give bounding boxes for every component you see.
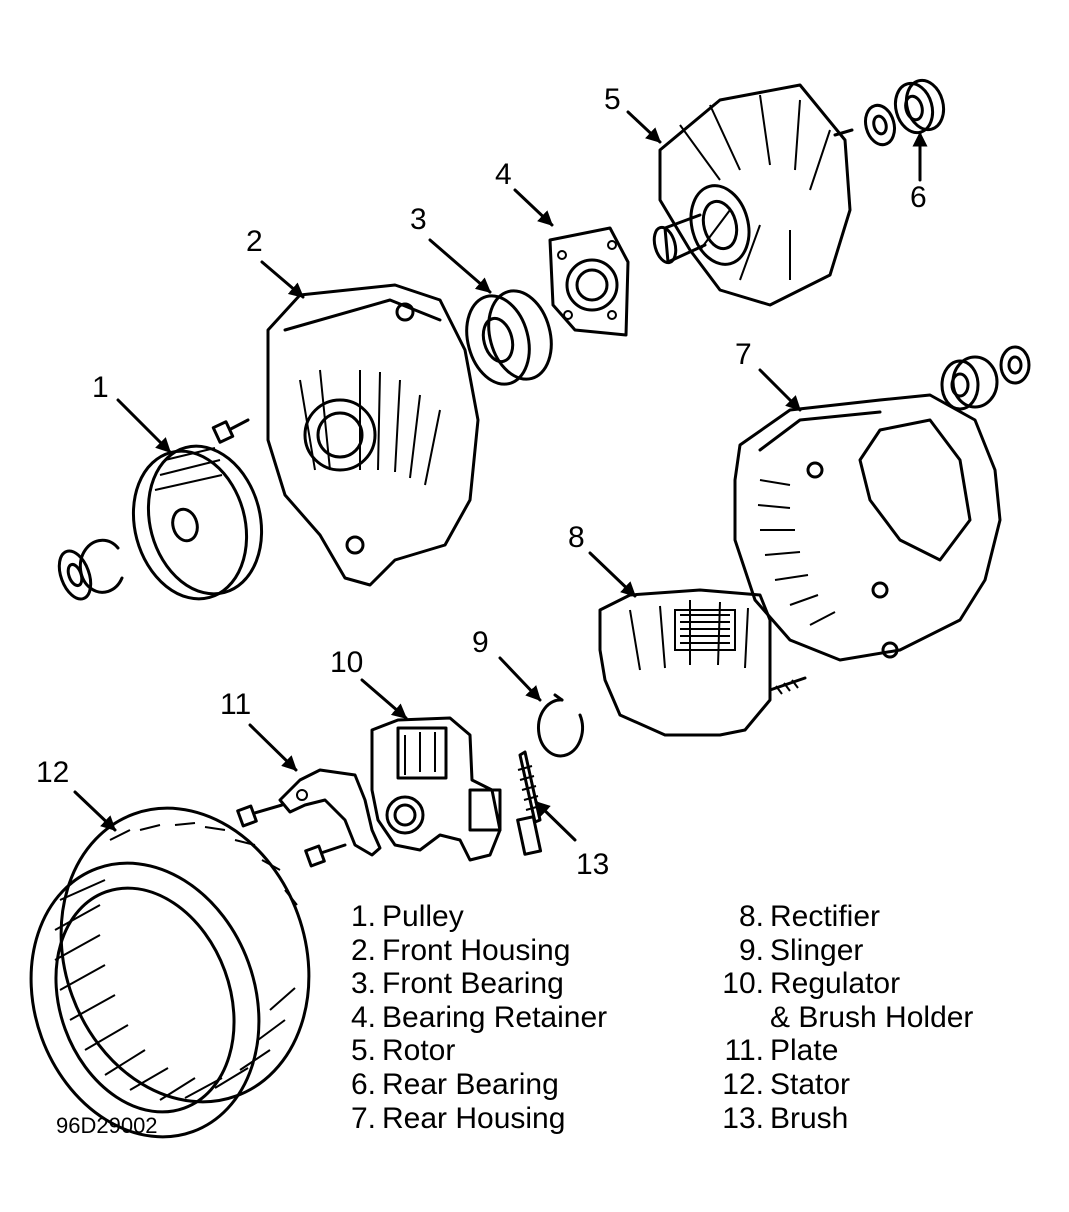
legend-label: Front Bearing — [382, 967, 564, 1001]
callout-2: 2 — [246, 225, 263, 258]
legend-number: 9. — [738, 933, 764, 967]
rotor-part — [652, 83, 854, 307]
legend-item: 7.Rear Housing — [340, 1102, 607, 1136]
legend-item: 11.Plate — [712, 1034, 973, 1068]
legend-right: 8.Rectifier 9.Slinger 10.Regulator & Bru… — [712, 900, 973, 1135]
legend-number: 8. — [738, 900, 764, 933]
legend-label: Front Housing — [382, 933, 571, 967]
rear-bearing-part — [864, 78, 946, 147]
legend-number: 13. — [722, 1101, 764, 1135]
legend-number: 11. — [724, 1034, 764, 1068]
stator-part — [29, 806, 311, 1139]
legend-item: 8.Rectifier — [712, 900, 973, 934]
legend-item: 13.Brush — [712, 1102, 973, 1136]
legend-number: 5. — [350, 1034, 376, 1068]
legend-label: Rear Bearing — [382, 1067, 559, 1101]
legend-label: Pulley — [382, 900, 464, 933]
callout-4: 4 — [495, 158, 512, 191]
slinger-part — [537, 693, 584, 758]
front-bearing-part — [465, 289, 553, 386]
legend-item: 3.Front Bearing — [340, 967, 607, 1001]
legend-item: & Brush Holder — [712, 1001, 973, 1035]
legend-label: Rear Housing — [382, 1101, 566, 1135]
legend-item: 1.Pulley — [340, 900, 607, 934]
legend-left: 1.Pulley 2.Front Housing 3.Front Bearing… — [340, 900, 607, 1135]
callout-11: 11 — [220, 688, 252, 721]
legend-item: 2.Front Housing — [340, 934, 607, 968]
legend-number: 3. — [350, 967, 376, 1001]
legend-label: Rectifier — [770, 900, 881, 933]
callout-10: 10 — [330, 646, 364, 679]
plate-part — [236, 768, 382, 868]
legend-item: 9.Slinger — [712, 934, 973, 968]
callout-3: 3 — [410, 203, 427, 236]
callout-1: 1 — [92, 371, 109, 404]
legend-item: 5.Rotor — [340, 1034, 607, 1068]
legend-label: Slinger — [770, 933, 864, 967]
legend-item: 10.Regulator — [712, 967, 973, 1001]
callout-13: 13 — [576, 848, 610, 881]
legend-label: Stator — [770, 1067, 851, 1101]
legend-label: Rotor — [382, 1034, 456, 1068]
legend-number: 12. — [722, 1067, 764, 1101]
brush-part — [516, 750, 543, 856]
callout-6: 6 — [910, 181, 927, 214]
callout-9: 9 — [472, 626, 489, 659]
front-housing-part — [266, 283, 480, 587]
rectifier-part — [598, 588, 807, 737]
legend-number: 1. — [350, 900, 376, 933]
callout-5: 5 — [604, 83, 621, 116]
legend-number: 6. — [350, 1067, 376, 1101]
legend-item: 12.Stator — [712, 1068, 973, 1102]
pulley-part — [57, 444, 264, 601]
legend-number: 7. — [350, 1101, 376, 1135]
leader-arrows — [73, 110, 928, 842]
legend-label: & Brush Holder — [770, 1000, 974, 1034]
callout-7: 7 — [735, 338, 752, 371]
legend-label: Bearing Retainer — [382, 1000, 608, 1034]
figure-code: 96D29002 — [56, 1113, 158, 1138]
legend-number: 2. — [350, 933, 376, 967]
bearing-retainer-part — [548, 226, 630, 337]
legend-item: 6.Rear Bearing — [340, 1068, 607, 1102]
legend-item: 4.Bearing Retainer — [340, 1001, 607, 1035]
legend-label: Regulator — [770, 967, 901, 1001]
legend-label: Plate — [770, 1034, 839, 1068]
legend-number: 4. — [350, 1000, 376, 1034]
bolt-part — [211, 418, 250, 444]
rear-housing-part — [733, 345, 1031, 662]
legend-label: Brush — [770, 1101, 849, 1135]
callout-12: 12 — [36, 756, 70, 789]
regulator-part — [370, 716, 502, 862]
legend-number: 10. — [722, 967, 764, 1001]
callout-8: 8 — [568, 521, 585, 554]
